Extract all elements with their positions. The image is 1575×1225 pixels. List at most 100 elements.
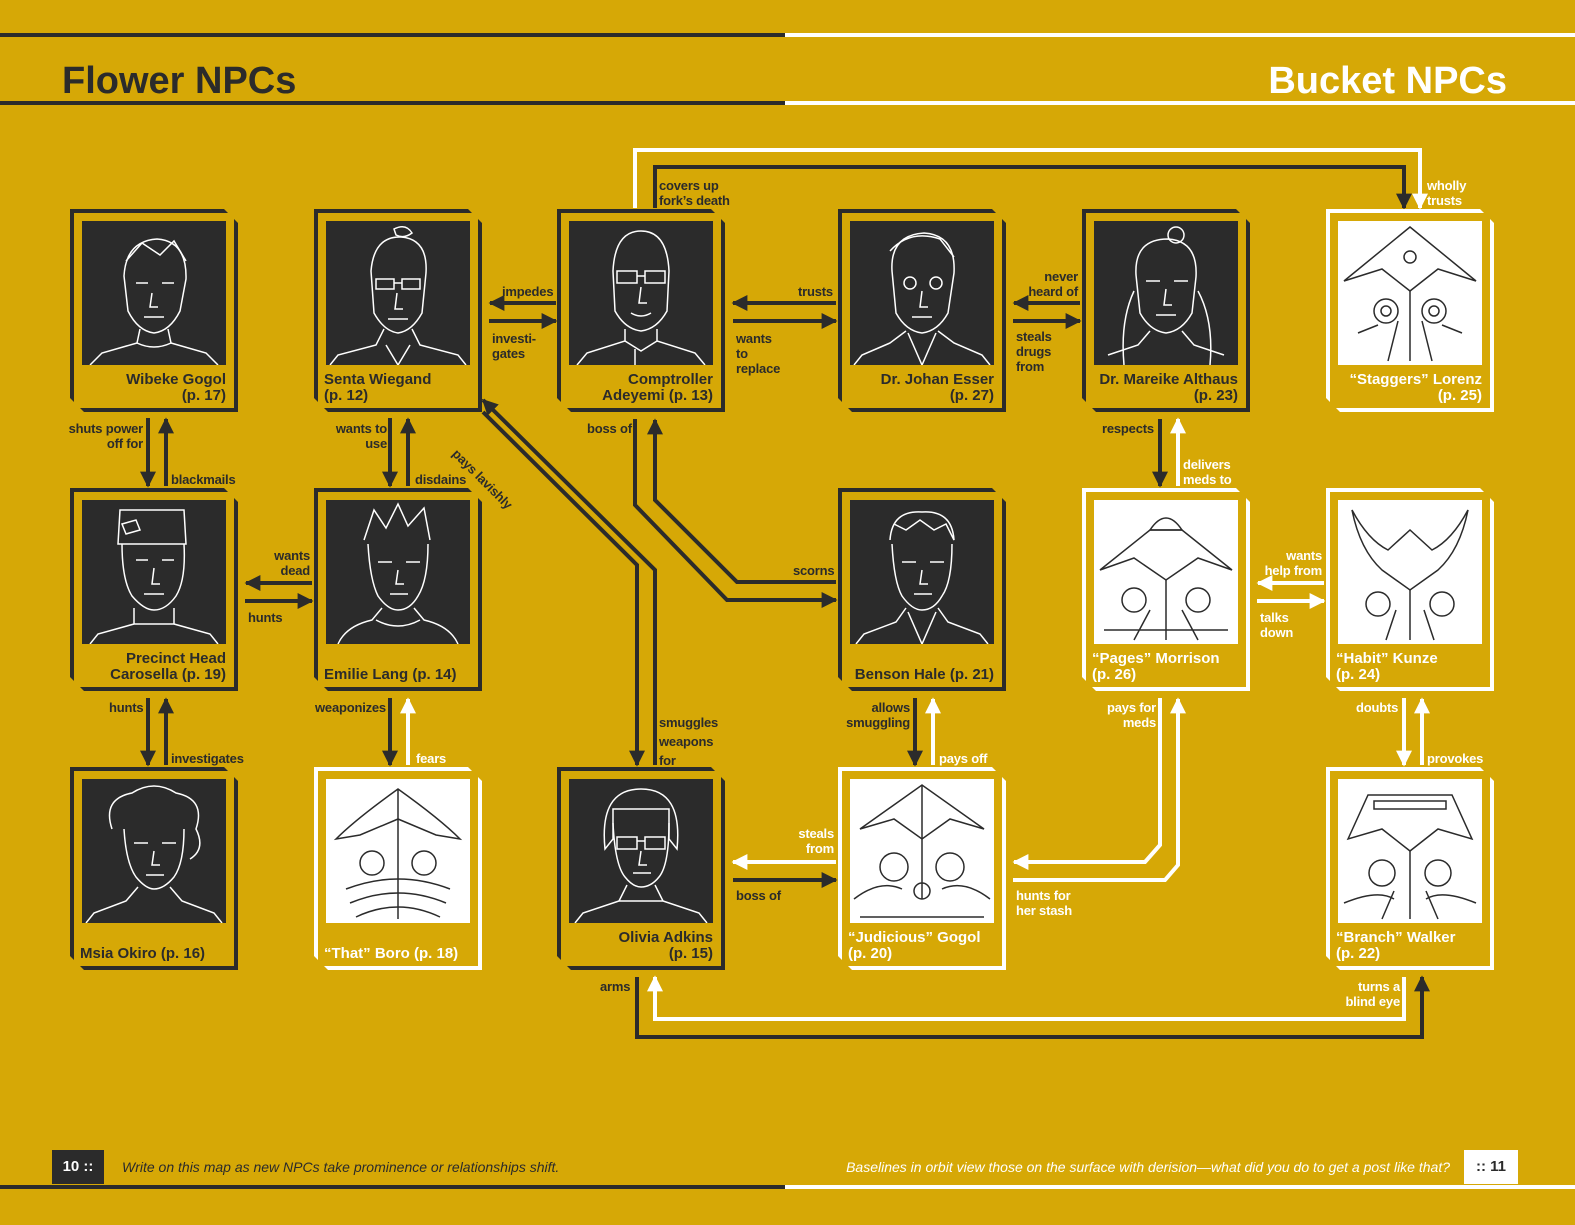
npc-name-wibeke-gogol: Wibeke Gogol(p. 17): [126, 371, 226, 404]
label-allows-smuggling: allows smuggling: [846, 700, 910, 730]
npc-name-dr-mareike-althaus: Dr. Mareike Althaus(p. 23): [1099, 371, 1238, 404]
label-hunts-lang: hunts: [248, 610, 283, 625]
npc-name-benson-hale: Benson Hale (p. 21): [854, 666, 994, 683]
label-provokes: provokes: [1427, 751, 1484, 766]
npc-name-staggers-lorenz: “Staggers” Lorenz(p. 25): [1349, 371, 1482, 404]
label-pays-off: pays off: [939, 751, 988, 766]
portrait-msia-okiro: [82, 779, 226, 923]
npc-card-pages-morrison[interactable]: “Pages” Morrison(p. 26): [1082, 488, 1250, 691]
npc-name-olivia-adkins: Olivia Adkins(p. 15): [618, 929, 713, 962]
label-shuts-power: shuts power off for: [68, 421, 144, 451]
portrait-olivia-adkins: [569, 779, 713, 923]
label-trusts: trusts: [798, 284, 833, 299]
label-steals-drugs-from: steals drugs from: [1016, 329, 1052, 374]
portrait-dr-mareike-althaus: [1094, 221, 1238, 365]
npc-card-dr-mareike-althaus[interactable]: Dr. Mareike Althaus(p. 23): [1082, 209, 1250, 412]
label-arms: arms: [600, 979, 631, 994]
label-pays-for-meds: pays for meds: [1107, 700, 1156, 730]
label-smuggles: smuggles weapons for: [659, 715, 719, 768]
portrait-dr-johan-esser: [850, 221, 994, 365]
label-investigates-okiro: investigates: [171, 751, 244, 766]
portrait-judicious-gogol: [850, 779, 994, 923]
title-rule-left: [0, 101, 785, 105]
edge-arms: [635, 975, 1430, 1039]
npc-card-wibeke-gogol[interactable]: Wibeke Gogol(p. 17): [70, 209, 238, 412]
npc-card-staggers-lorenz[interactable]: “Staggers” Lorenz(p. 25): [1326, 209, 1494, 412]
label-blackmails: blackmails: [171, 472, 236, 487]
edge-boss-of-hale: [633, 419, 838, 608]
portrait-senta-wiegand: [326, 221, 470, 365]
npc-card-judicious-gogol[interactable]: “Judicious” Gogol(p. 20): [838, 767, 1006, 970]
npc-name-emilie-lang: Emilie Lang (p. 14): [324, 666, 457, 683]
label-impedes: impedes: [502, 284, 554, 299]
label-wants-to-replace: wants to replace: [736, 331, 781, 376]
label-hunts-okiro: hunts: [109, 700, 144, 715]
label-steals-from: steals from: [798, 826, 834, 856]
label-boss-of-jgogol: boss of: [736, 888, 781, 903]
edge-smuggles: [481, 410, 645, 767]
label-talks-down: talks down: [1260, 610, 1294, 640]
edge-turns-blind-eye: [647, 975, 1406, 1021]
page-title-right: Bucket NPCs: [1268, 60, 1507, 102]
edge-wholly-trusts: [653, 165, 1412, 210]
portrait-benson-hale: [850, 500, 994, 644]
npc-name-pages-morrison: “Pages” Morrison(p. 26): [1092, 650, 1220, 683]
label-wants-help: wants help from: [1264, 548, 1323, 578]
edge-scorns: [647, 418, 836, 584]
npc-card-msia-okiro[interactable]: Msia Okiro (p. 16): [70, 767, 238, 970]
label-covers-up: covers up fork’s death: [659, 178, 730, 208]
npc-card-senta-wiegand[interactable]: Senta Wiegand(p. 12): [314, 209, 482, 412]
npc-name-msia-okiro: Msia Okiro (p. 16): [80, 945, 206, 962]
npc-name-that-boro: “That” Boro (p. 18): [324, 945, 459, 962]
label-disdains: disdains: [415, 472, 467, 487]
top-rule-right: [785, 33, 1575, 37]
portrait-emilie-lang: [326, 500, 470, 644]
label-delivers-meds: delivers meds to: [1183, 457, 1232, 487]
npc-name-dr-johan-esser: Dr. Johan Esser(p. 27): [880, 371, 994, 404]
portrait-habit-kunze: [1338, 500, 1482, 644]
portrait-comptroller-adeyemi: [569, 221, 713, 365]
bottom-rule-left: [0, 1185, 785, 1189]
npc-name-habit-kunze: “Habit” Kunze(p. 24): [1336, 650, 1438, 683]
portrait-precinct-head-carosella: [82, 500, 226, 644]
title-rule-right: [785, 101, 1575, 105]
label-doubts: doubts: [1356, 700, 1399, 715]
npc-card-benson-hale[interactable]: Benson Hale (p. 21): [838, 488, 1006, 691]
label-investigates-senta: investi- gates: [492, 331, 536, 361]
label-wants-dead: wants dead: [274, 548, 310, 578]
label-hunts-for-stash: hunts for her stash: [1016, 888, 1073, 918]
npc-card-branch-walker[interactable]: “Branch” Walker(p. 22): [1326, 767, 1494, 970]
npc-card-dr-johan-esser[interactable]: Dr. Johan Esser(p. 27): [838, 209, 1006, 412]
label-never-heard-of: never heard of: [1028, 269, 1078, 299]
page-title-left: Flower NPCs: [62, 60, 297, 102]
npc-name-branch-walker: “Branch” Walker(p. 22): [1336, 929, 1456, 962]
npc-card-emilie-lang[interactable]: Emilie Lang (p. 14): [314, 488, 482, 691]
npc-name-senta-wiegand: Senta Wiegand(p. 12): [324, 371, 432, 404]
page-number-right: :: 11: [1464, 1150, 1518, 1184]
portrait-that-boro: [326, 779, 470, 923]
label-wholly-trusts: wholly trusts: [1427, 178, 1467, 208]
edge-pays-lavishly: [481, 398, 657, 765]
label-boss-of-hale: boss of: [587, 421, 632, 436]
label-wants-to-use: wants to use: [335, 421, 387, 451]
npc-name-judicious-gogol: “Judicious” Gogol(p. 20): [848, 929, 981, 962]
edge-hunts-for-stash: [1012, 698, 1162, 870]
footer-text-right: Baselines in orbit view those on the sur…: [846, 1159, 1450, 1175]
label-fears: fears: [416, 751, 447, 766]
label-respects: respects: [1102, 421, 1154, 436]
npc-card-olivia-adkins[interactable]: Olivia Adkins(p. 15): [557, 767, 725, 970]
page-number-left: 10 ::: [52, 1150, 104, 1184]
npc-card-that-boro[interactable]: “That” Boro (p. 18): [314, 767, 482, 970]
npc-card-habit-kunze[interactable]: “Habit” Kunze(p. 24): [1326, 488, 1494, 691]
label-weaponizes: weaponizes: [315, 700, 386, 715]
label-turns-blind-eye: turns a blind eye: [1345, 979, 1400, 1009]
label-scorns: scorns: [793, 563, 835, 578]
portrait-pages-morrison: [1094, 500, 1238, 644]
edge-pays-for-meds: [1013, 697, 1186, 882]
bottom-rule-right: [785, 1185, 1575, 1189]
